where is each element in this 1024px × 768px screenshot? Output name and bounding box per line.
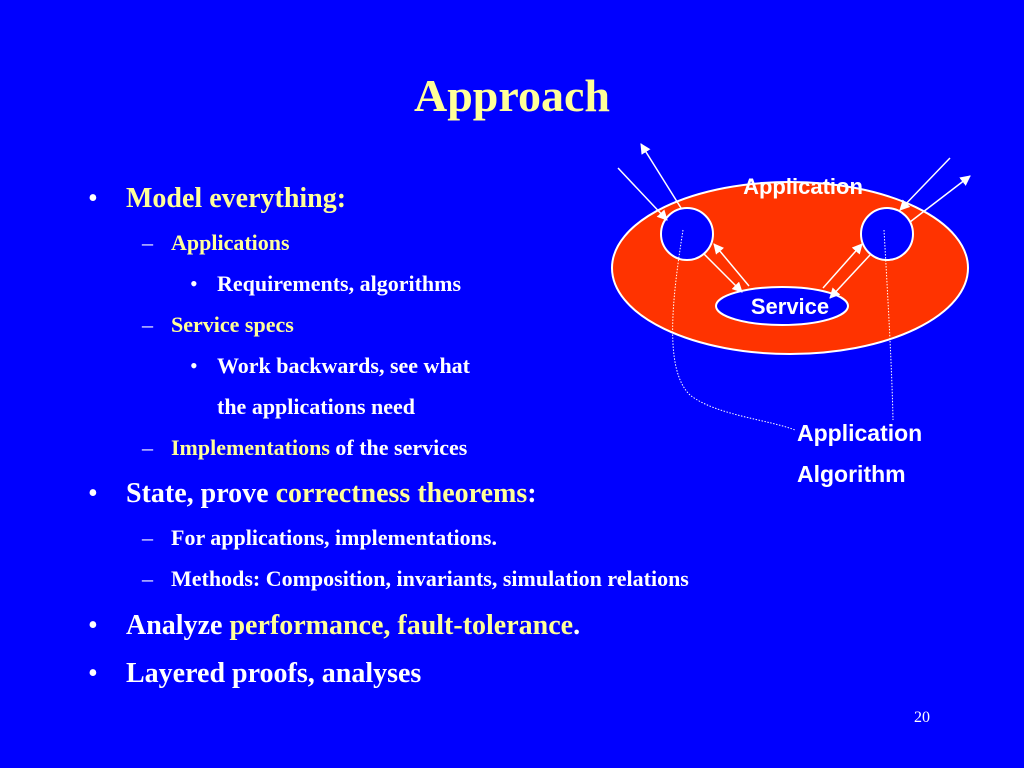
- sub-sub-bullet-marker: •: [190, 353, 198, 378]
- state-prove-colon: :: [527, 478, 537, 509]
- right-process-circle: [860, 207, 914, 261]
- right-in-arrow: [899, 157, 951, 211]
- sub-bullet-service-specs: Service specs: [171, 312, 294, 337]
- correctness-theorems-highlight: correctness theorems: [275, 478, 528, 509]
- bullet-marker: •: [88, 183, 98, 214]
- left-in-arrow: [617, 167, 668, 221]
- application-label: Application: [743, 174, 863, 199]
- implementations-rest: of the services: [329, 435, 468, 460]
- algorithm-label-line2: Algorithm: [797, 461, 906, 487]
- page-number: 20: [914, 709, 930, 726]
- algorithm-label-line1: Application: [797, 420, 923, 446]
- sub-bullet-implementations: Implementations of the services: [171, 434, 467, 462]
- sub-bullet-marker: –: [142, 230, 153, 255]
- slide-title: Approach: [414, 70, 610, 121]
- sub-bullet-marker: –: [142, 435, 153, 460]
- implementations-highlight: Implementations: [171, 435, 330, 460]
- item-requirements-algorithms: Requirements, algorithms: [217, 271, 462, 296]
- sub-bullet-methods: Methods: Composition, invariants, simula…: [171, 566, 689, 591]
- sub-bullet-for-applications: For applications, implementations.: [171, 525, 497, 550]
- left-down-arrow: [703, 253, 743, 293]
- sub-bullet-applications: Applications: [171, 230, 290, 255]
- right-down-arrow: [829, 254, 871, 299]
- right-up-arrow: [822, 243, 863, 289]
- application-ellipse: [611, 181, 969, 355]
- sub-bullet-marker: –: [142, 566, 153, 591]
- state-prove-text: State, prove: [126, 478, 276, 509]
- analyze-text: Analyze: [126, 610, 230, 641]
- right-out-arrow: [909, 175, 971, 223]
- right-algorithm-pointer: [883, 229, 894, 421]
- left-algorithm-pointer: [672, 229, 796, 431]
- analyze-period: .: [573, 610, 581, 641]
- bullet-model-everything: Model everything:: [126, 183, 347, 214]
- bullet-state-prove: State, prove correctness theorems:: [126, 477, 537, 511]
- left-up-arrow: [713, 243, 750, 287]
- bullet-marker: •: [88, 658, 98, 689]
- service-ellipse: [715, 286, 849, 326]
- sub-bullet-marker: –: [142, 525, 153, 550]
- sub-sub-bullet-marker: •: [190, 271, 198, 296]
- bullet-marker: •: [88, 478, 98, 509]
- item-work-backwards-line1: Work backwards, see what: [217, 353, 471, 378]
- item-work-backwards-line2: the applications need: [217, 394, 416, 419]
- bullet-layered-proofs: Layered proofs, analyses: [126, 658, 422, 689]
- sub-bullet-marker: –: [142, 312, 153, 337]
- bullet-analyze: Analyze performance, fault-tolerance.: [126, 609, 580, 643]
- bullet-marker: •: [88, 610, 98, 641]
- left-out-arrow: [640, 143, 682, 209]
- performance-highlight: performance, fault-tolerance: [229, 610, 574, 641]
- service-label: Service: [751, 294, 829, 319]
- left-process-circle: [660, 207, 714, 261]
